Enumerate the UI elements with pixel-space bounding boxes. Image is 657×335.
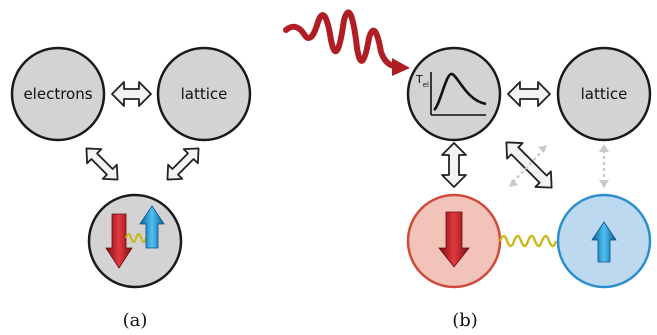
spin-down-arrow-icon <box>105 213 133 269</box>
double-headed-arrow-icon <box>85 147 119 181</box>
laser-arrowhead <box>392 58 410 76</box>
temperature-label: Tel <box>415 73 429 89</box>
double-headed-arrow-icon <box>507 81 551 107</box>
electrons-node <box>10 46 106 142</box>
spin-up-arrow-icon <box>139 205 165 249</box>
weak-arrowhead-bottom <box>599 180 609 188</box>
spin-down-arrow-icon <box>438 211 470 268</box>
caption-b: (b) <box>452 310 478 331</box>
weak-arrowhead-upper <box>538 145 547 153</box>
spin-up-arrow-icon <box>591 221 617 263</box>
lattice-node-a <box>156 46 252 142</box>
temperature-curve <box>433 72 487 112</box>
lattice-node-b <box>556 46 652 142</box>
lattice-label-b: lattice <box>581 85 628 103</box>
laser-pulse-icon <box>283 9 399 69</box>
spring-icon <box>498 234 558 248</box>
lattice-label-a: lattice <box>181 85 228 103</box>
panel-a: electrons lattice (a) <box>10 46 252 331</box>
spring-icon <box>124 232 148 244</box>
double-headed-arrow-icon <box>505 141 553 189</box>
caption-a: (a) <box>123 310 148 331</box>
panel-b: Tel lattice (b) <box>283 9 652 331</box>
double-headed-arrow-icon <box>111 81 152 107</box>
weak-coupling-arrow-diagonal <box>512 149 544 183</box>
electrons-label: electrons <box>23 85 92 103</box>
weak-arrowhead-top <box>599 144 609 152</box>
double-headed-arrow-icon <box>166 147 200 181</box>
weak-arrowhead-lower <box>509 179 518 187</box>
electrons-node-b <box>406 46 502 142</box>
double-headed-arrow-icon <box>441 142 467 188</box>
